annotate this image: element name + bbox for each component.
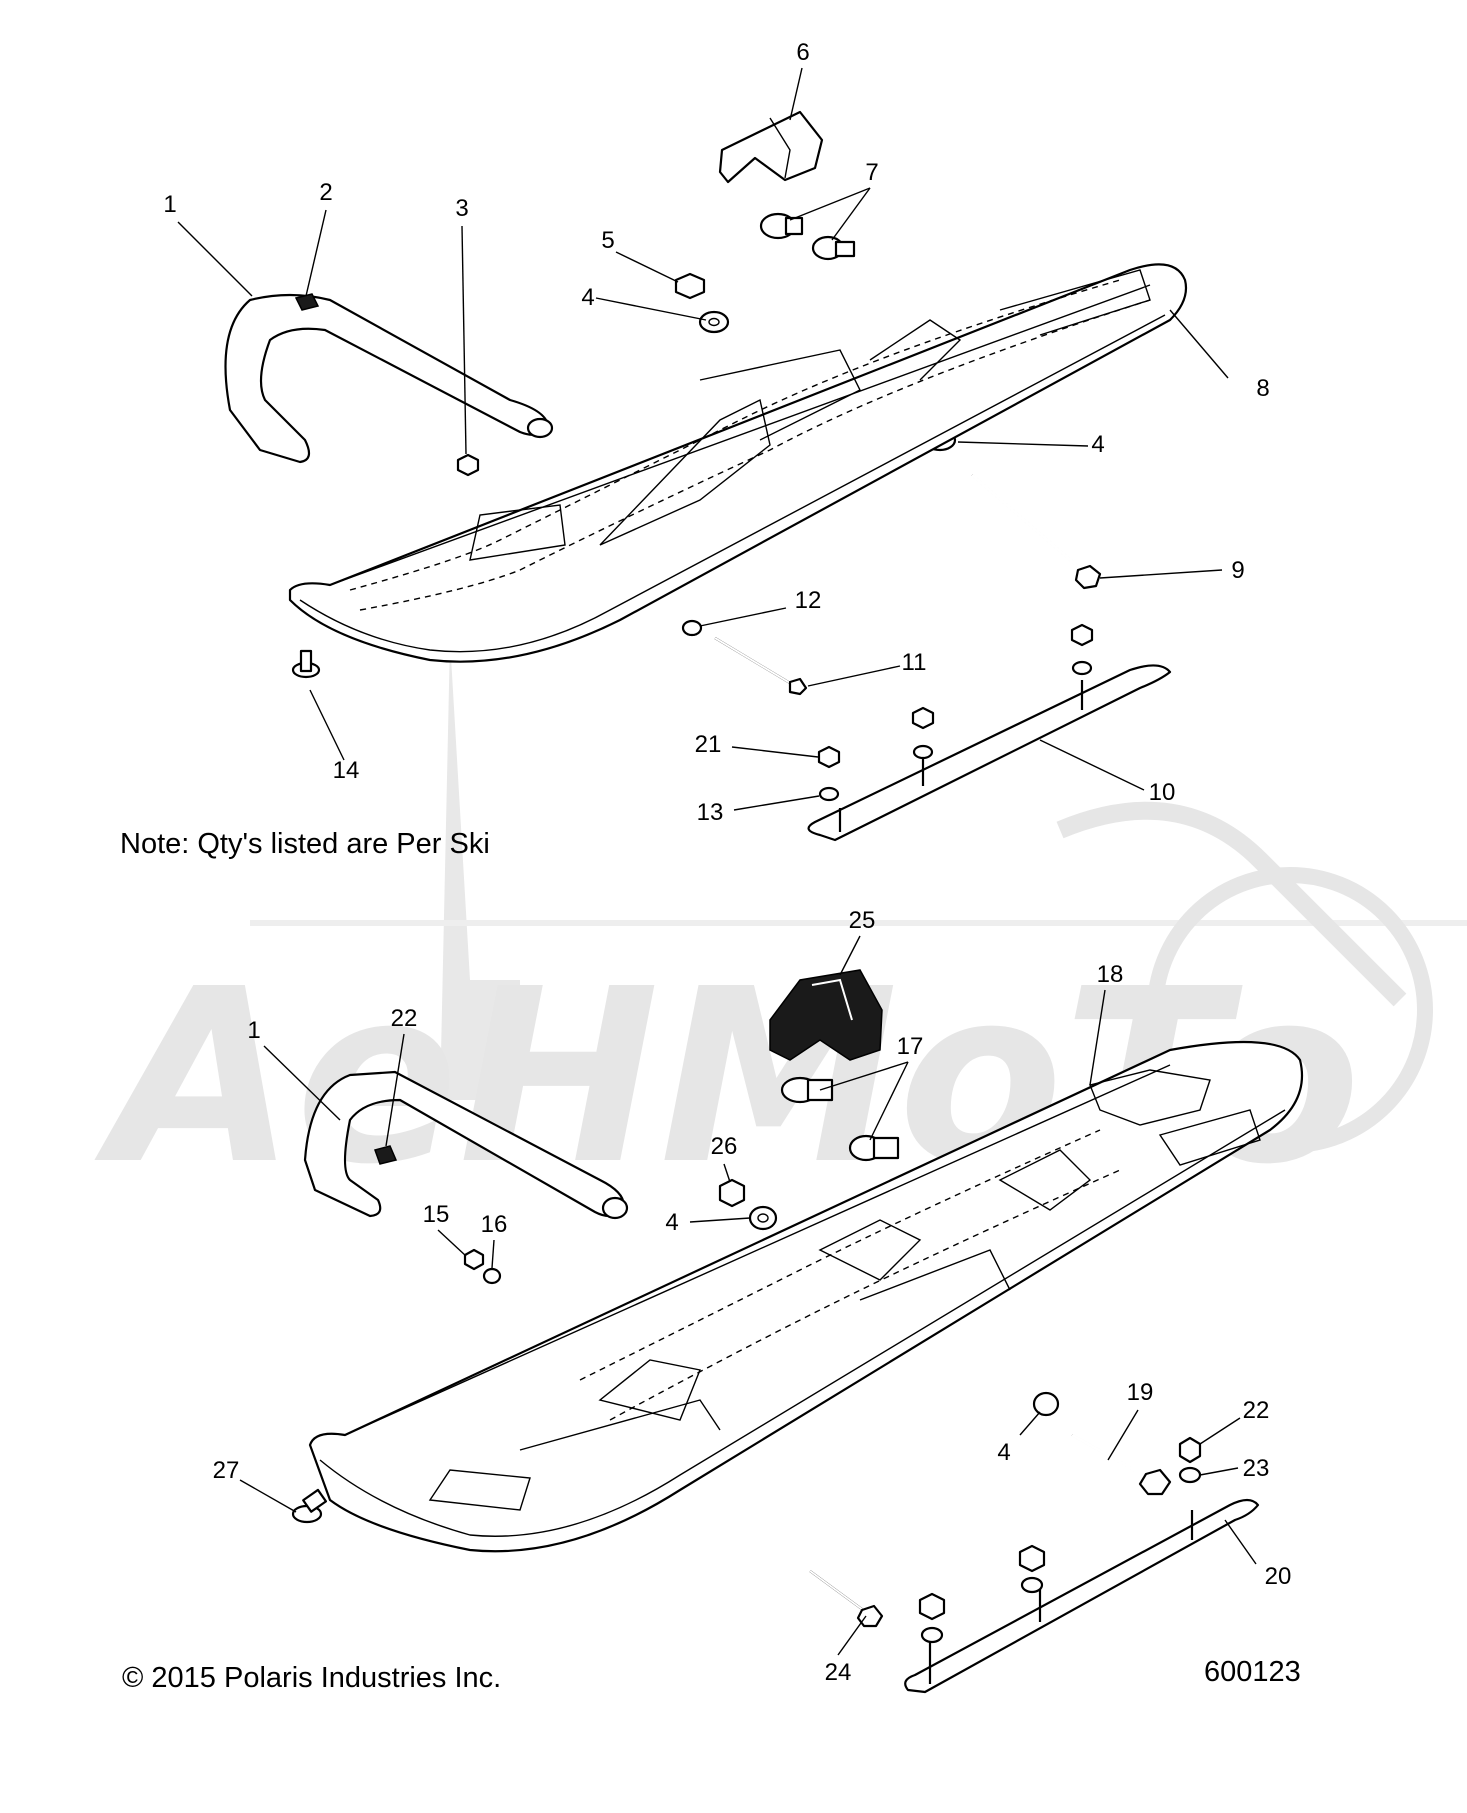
part-17-bushings xyxy=(780,1076,900,1162)
part-10-carbide-runner-top xyxy=(807,664,1172,842)
part-24-bolt xyxy=(809,1570,884,1628)
part-6-ski-cushion xyxy=(718,110,824,184)
part-22-handle-nut xyxy=(374,1145,398,1165)
part-13-washers xyxy=(818,660,1093,802)
callout-22-handle: 22 xyxy=(391,1005,418,1032)
part-3-nut xyxy=(456,453,480,477)
part-4-washer-bottom-left xyxy=(748,1205,778,1231)
callout-10: 10 xyxy=(1149,779,1176,806)
callout-22-bottom: 22 xyxy=(1243,1397,1270,1424)
callout-25: 25 xyxy=(849,907,876,934)
callout-4-right: 4 xyxy=(1091,431,1104,458)
callout-4-bottom-right: 4 xyxy=(997,1439,1010,1466)
part-27-rivet xyxy=(291,1488,328,1524)
figure-number: 600123 xyxy=(1204,1656,1301,1688)
callout-24: 24 xyxy=(825,1659,852,1686)
part-16-washer xyxy=(482,1267,502,1285)
callout-9: 9 xyxy=(1231,557,1244,584)
callout-11: 11 xyxy=(902,649,927,676)
part-4-washer-bottom-right xyxy=(1032,1391,1060,1417)
callout-27: 27 xyxy=(213,1457,240,1484)
qty-note: Note: Qty's listed are Per Ski xyxy=(120,828,490,860)
part-21-nuts xyxy=(817,623,1094,769)
part-14-rivet xyxy=(291,649,321,679)
callout-21: 21 xyxy=(695,731,722,758)
part-26-nut xyxy=(718,1178,746,1208)
callout-17: 17 xyxy=(897,1033,924,1060)
part-12-washer xyxy=(681,619,703,637)
callout-8: 8 xyxy=(1256,375,1269,402)
callout-labels: 1 2 3 4 5 6 7 8 4 9 12 11 14 21 13 10 25… xyxy=(163,39,1291,1686)
part-1-ski-handle-bottom xyxy=(303,1070,629,1220)
callout-3: 3 xyxy=(455,195,468,222)
part-19-bolt xyxy=(1071,1433,1172,1496)
callout-2: 2 xyxy=(319,179,332,206)
callout-16: 16 xyxy=(481,1211,508,1238)
copyright-notice: © 2015 Polaris Industries Inc. xyxy=(122,1662,502,1694)
callout-20: 20 xyxy=(1265,1563,1292,1590)
callout-7: 7 xyxy=(865,159,878,186)
part-18-ski-bottom xyxy=(308,1040,1304,1553)
callout-1-bottom: 1 xyxy=(247,1017,260,1044)
callout-6: 6 xyxy=(796,39,809,66)
part-23-washer xyxy=(1178,1466,1202,1484)
part-22-nut-bottom xyxy=(1178,1436,1202,1464)
part-15-nut xyxy=(463,1248,485,1271)
part-7-bushings xyxy=(759,212,856,261)
part-20-carbide-runner-bottom xyxy=(904,1498,1260,1694)
callout-23: 23 xyxy=(1243,1455,1270,1482)
part-9-bolt xyxy=(971,473,1102,590)
part-4-washer-top xyxy=(698,310,730,334)
callout-12: 12 xyxy=(795,587,822,614)
part-1-ski-handle-top xyxy=(224,293,554,464)
callout-5: 5 xyxy=(601,227,614,254)
callout-19: 19 xyxy=(1127,1379,1154,1406)
callout-18: 18 xyxy=(1097,961,1124,988)
part-11-bolt xyxy=(714,637,808,696)
leader-lines xyxy=(177,67,1257,1656)
part-5-nut xyxy=(674,272,706,300)
callout-4-bottom-left: 4 xyxy=(665,1209,678,1236)
callout-13: 13 xyxy=(697,799,724,826)
callout-1-top: 1 xyxy=(163,191,176,218)
callout-15: 15 xyxy=(423,1201,450,1228)
callout-26: 26 xyxy=(711,1133,738,1160)
callout-4-top: 4 xyxy=(581,284,594,311)
part-8-ski-top xyxy=(288,263,1188,663)
part-25-ski-cushion xyxy=(769,969,883,1061)
callout-14: 14 xyxy=(333,757,360,784)
